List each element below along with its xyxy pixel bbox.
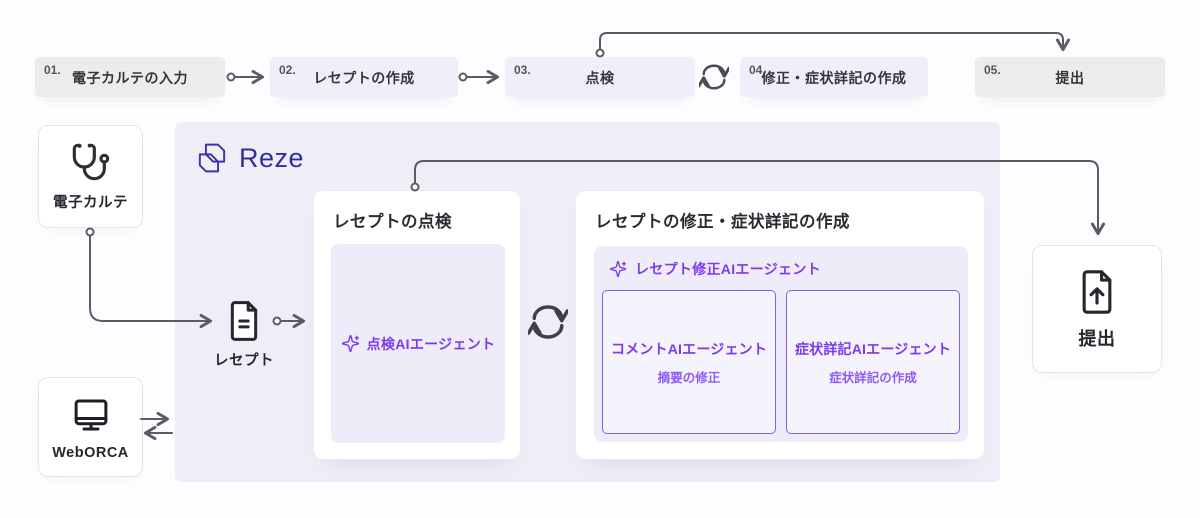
step-number: 01. — [44, 63, 61, 77]
revision-card-title: レセプトの修正・症状詳記の作成 — [595, 213, 850, 231]
file-upload-icon — [1082, 269, 1112, 314]
sparkles-icon — [341, 334, 359, 353]
ehr-node: 電子カルテ — [38, 125, 143, 228]
submit-label: 提出 — [1078, 328, 1116, 349]
step-label: 電子カルテの入力 — [72, 70, 188, 86]
comment-ai-agent-box: コメントAIエージェント 摘要の修正 — [602, 290, 776, 434]
symptom-detail-ai-agent-box: 症状詳記AIエージェント 症状詳記の作成 — [786, 290, 960, 434]
step-01-ehr-input: 01. 電子カルテの入力 — [35, 57, 225, 97]
step-label: 修正・症状詳記の作成 — [761, 70, 907, 86]
submit-node: 提出 — [1032, 245, 1162, 373]
receipt-label: レセプト — [214, 353, 274, 369]
ehr-label: 電子カルテ — [53, 194, 128, 211]
inspection-card: レセプトの点検 点検AIエージェント — [313, 190, 521, 460]
step-number: 03. — [514, 63, 531, 77]
sparkles-icon — [609, 260, 627, 278]
monitor-icon — [74, 399, 107, 430]
revision-group-label: レセプト修正AIエージェント — [635, 261, 821, 277]
inspection-card-title: レセプトの点検 — [333, 213, 452, 231]
step-number: 02. — [279, 63, 296, 77]
brand-name: Reze — [239, 142, 305, 173]
sub-agents-row: コメントAIエージェント 摘要の修正 症状詳記AIエージェント 症状詳記の作成 — [602, 290, 960, 434]
revision-agent-group: レセプト修正AIエージェント — [594, 246, 968, 279]
reze-logo-icon — [198, 143, 226, 173]
refresh-cycle-icon — [528, 299, 568, 345]
weborca-label: WebORCA — [52, 444, 129, 461]
stethoscope-icon — [72, 143, 109, 180]
step-05-submission: 05. 提出 — [975, 57, 1165, 97]
receipt-node: レセプト — [204, 299, 284, 370]
step-label: 提出 — [1055, 70, 1085, 86]
symptom-agent-desc: 症状詳記の作成 — [829, 370, 917, 385]
step-label: レセプトの作成 — [313, 70, 415, 86]
reze-brand: Reze — [195, 141, 304, 175]
symptom-agent-name: 症状詳記AIエージェント — [794, 340, 952, 357]
step-02-receipt-creation: 02. レセプトの作成 — [270, 57, 458, 97]
inspection-agent-label: 点検AIエージェント — [366, 335, 496, 352]
weborca-node: WebORCA — [38, 377, 143, 477]
revision-card: レセプトの修正・症状詳記の作成 レセプト修正AIエージェント コメントAIエージ… — [575, 190, 985, 460]
revision-agent-panel: レセプト修正AIエージェント コメントAIエージェント 摘要の修正 症状詳記AI… — [594, 246, 968, 442]
step-03-inspection: 03. 点検 — [505, 57, 695, 97]
refresh-cycle-icon — [699, 60, 729, 94]
document-icon — [230, 301, 258, 341]
step-label: 点検 — [585, 70, 615, 86]
step-number: 05. — [984, 63, 1001, 77]
step-number: 04. — [749, 63, 766, 77]
comment-agent-name: コメントAIエージェント — [610, 340, 768, 357]
inspection-agent-panel: 点検AIエージェント — [331, 244, 505, 443]
step-04-revision: 04. 修正・症状詳記の作成 — [740, 57, 928, 97]
comment-agent-desc: 摘要の修正 — [657, 370, 721, 385]
